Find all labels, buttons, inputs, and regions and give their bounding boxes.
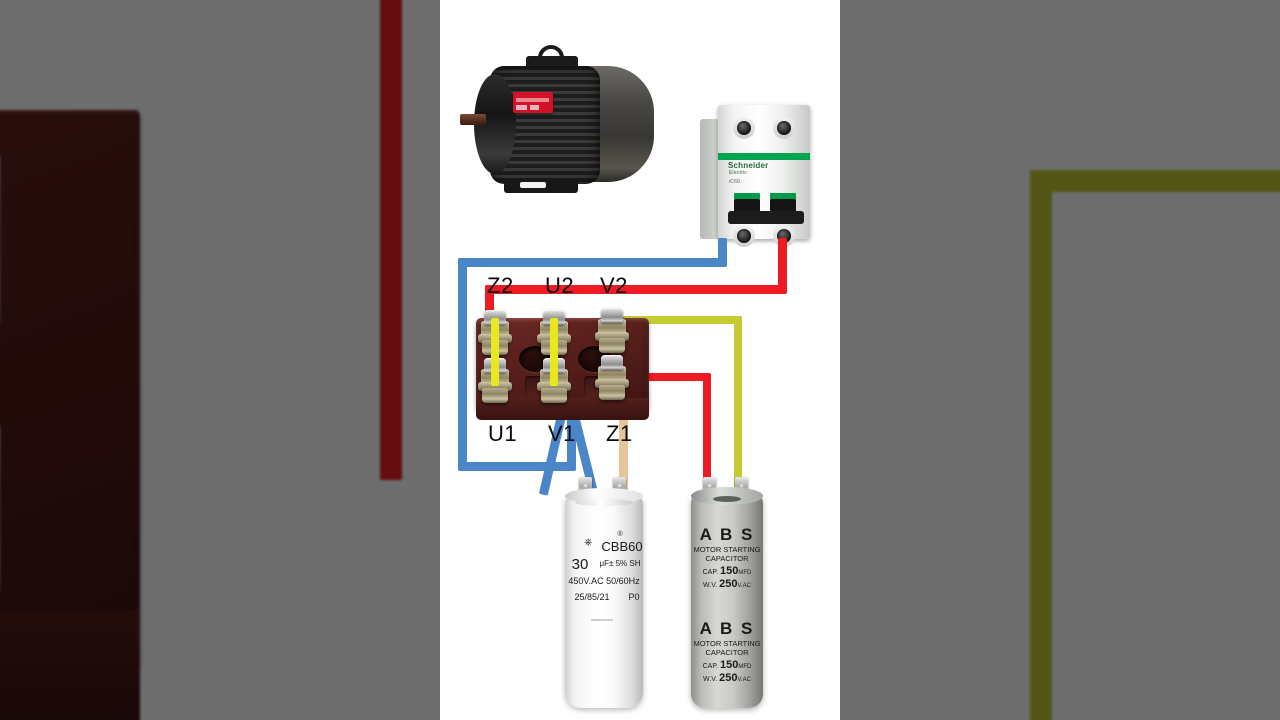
watermark-k-letter: K (766, 17, 798, 62)
label-v1: V1 (548, 421, 576, 446)
wire-neutral-blue-horizontal-top (458, 258, 727, 267)
circuit-breaker-image: Schneider Electric iC60 (700, 105, 820, 247)
wire-z1-red-vertical (703, 373, 711, 493)
wire-neutral-blue-horizontal-bottom (458, 462, 576, 471)
wire-v2-olive-horizontal (608, 316, 742, 324)
wire-neutral-blue-vertical-from-breaker (718, 238, 727, 264)
diagram-card: K KINEMASTER Schneider Electric iC60 (440, 0, 840, 720)
wire-v2-olive-vertical (734, 316, 742, 493)
wire-neutral-blue-vertical-left (458, 258, 467, 470)
run-capacitor: ⎈ ® CBB60 30 μF± 5% SH 450V.AC 50/60Hz 2… (565, 477, 643, 708)
wire-live-red-vertical-from-breaker (778, 238, 787, 290)
label-u1: U1 (488, 421, 518, 446)
breaker-brand-label: Schneider (728, 161, 769, 170)
jumper-z2-u1 (491, 318, 499, 386)
motor-shaft (460, 114, 486, 125)
breaker-toggle-lever[interactable] (728, 211, 804, 224)
start-capacitor: A B S MOTOR STARTING CAPACITOR CAP. 150M… (691, 477, 763, 708)
label-z1: Z1 (606, 421, 633, 446)
wire-live-red-vertical-to-z2 (485, 285, 494, 323)
label-u2: U2 (545, 273, 575, 298)
watermark-ring-icon (750, 16, 806, 72)
terminal-v2[interactable] (595, 308, 629, 356)
kinemaster-watermark: K KINEMASTER (726, 12, 830, 102)
wire-z1-tan-vertical (619, 372, 628, 497)
jumper-u2-v1 (550, 318, 558, 386)
breaker-model-label: iC60 (729, 179, 741, 185)
wire-z1-red-horizontal (618, 373, 711, 381)
breaker-sub-brand-label: Electric (729, 170, 747, 176)
label-v2: V2 (600, 273, 628, 298)
terminal-z1[interactable] (595, 355, 629, 403)
label-z2: Z2 (487, 273, 514, 298)
wire-live-red-horizontal (485, 285, 787, 294)
watermark-brand-text: KINEMASTER (726, 80, 833, 95)
motor-image (460, 30, 655, 193)
